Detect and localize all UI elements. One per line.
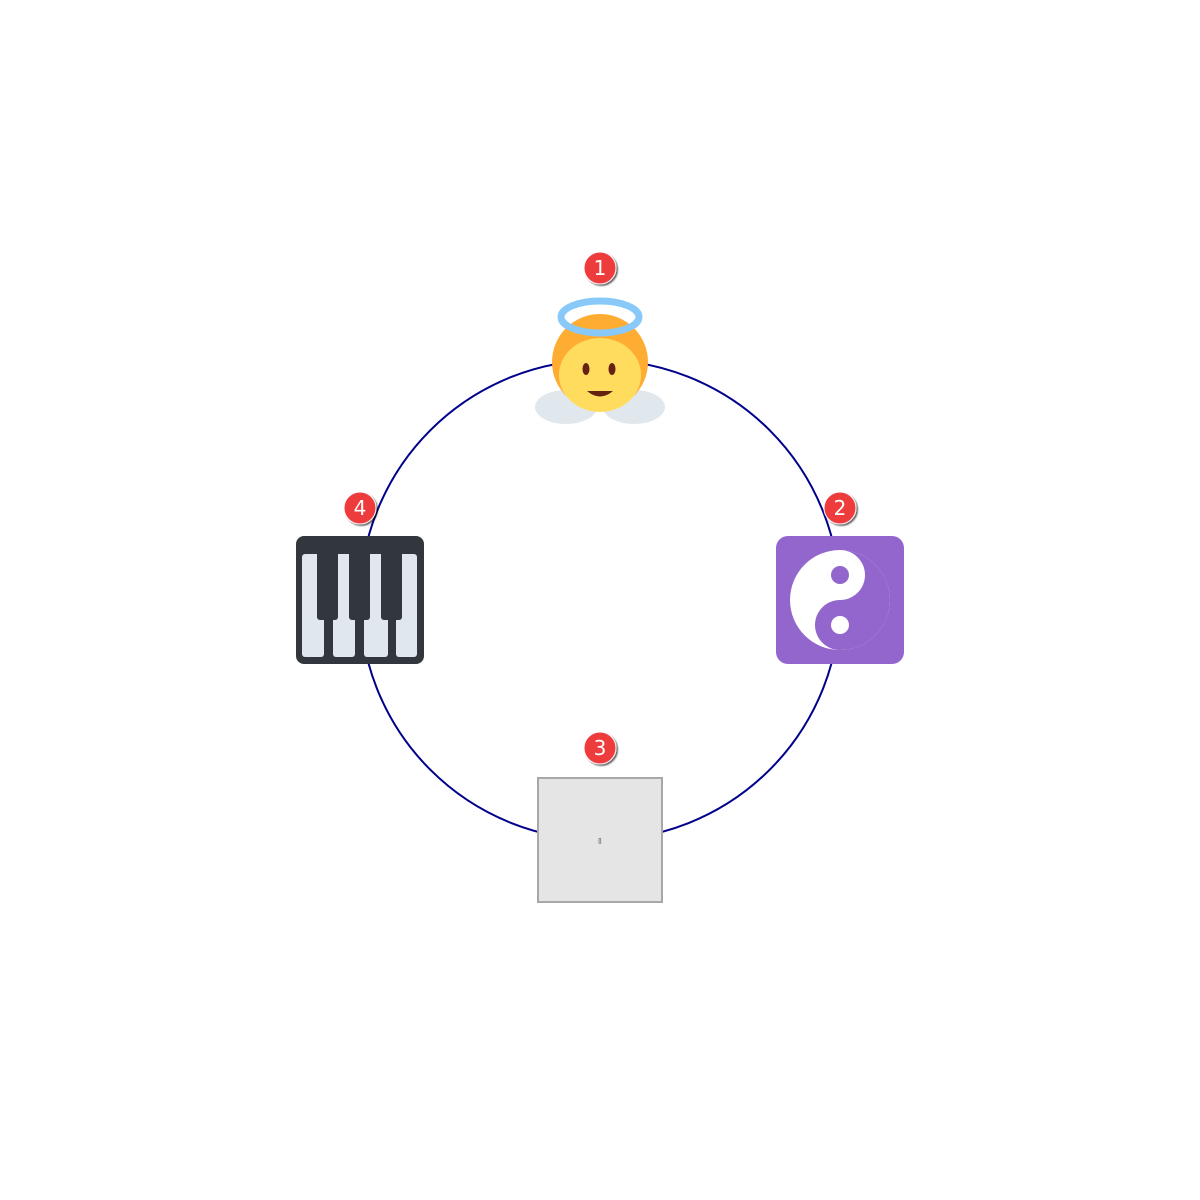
node-number-2: 2 [834,496,847,520]
yin-yang-icon [776,536,904,664]
node-4: 4 [296,491,424,664]
cycle-ring [359,359,841,841]
missing-glyph-icon: ▯ [537,777,663,903]
node-number-3: 3 [594,736,607,760]
node-3: ▯ 3 [537,731,663,903]
node-number-1: 1 [594,256,607,280]
baby-angel-icon [535,297,665,424]
node-2: 2 [776,491,904,664]
node-1: 1 [535,251,665,424]
musical-keyboard-icon [296,536,424,664]
missing-glyph-label: ▯ [598,836,603,845]
node-badge-3: 3 [583,731,617,765]
node-badge-1: 1 [583,251,617,285]
node-number-4: 4 [354,496,367,520]
node-badge-2: 2 [823,491,857,525]
node-badge-4: 4 [343,491,377,525]
